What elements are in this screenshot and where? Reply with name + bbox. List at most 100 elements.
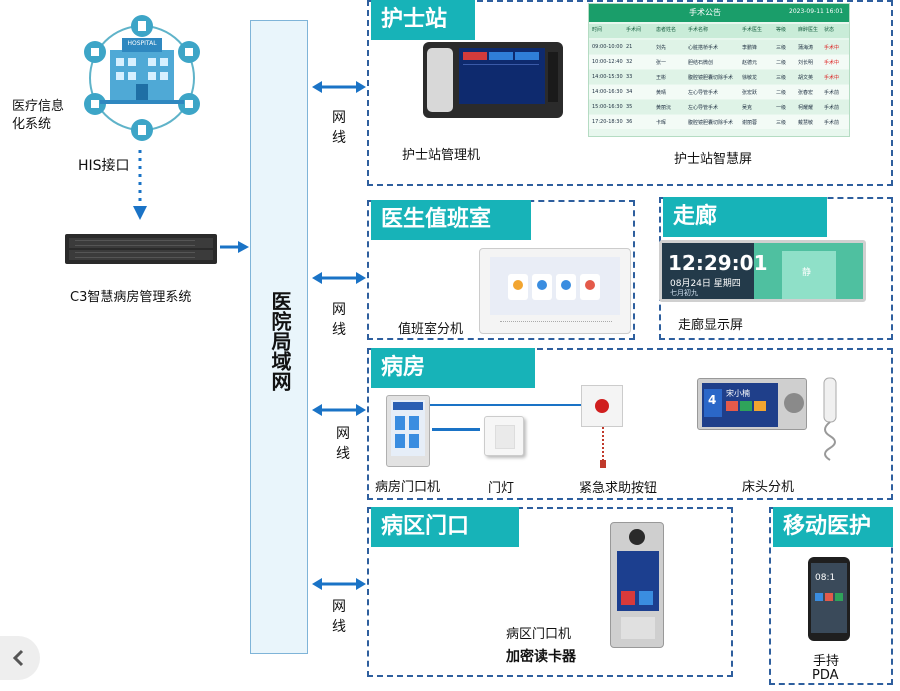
corridor-lunar: 七月初九 (670, 289, 698, 297)
pda-label-line1: 手持 (813, 654, 840, 669)
board-cell: 手术前 (824, 90, 840, 96)
hospital-network-icon (84, 15, 200, 141)
duty-room-device-label: 值班室分机 (398, 322, 464, 337)
corridor-display: 静 12:29:01 08月24日 星期四 七月初九 (659, 240, 866, 302)
pda-time: 08:1 (815, 573, 836, 583)
board-header-row (589, 24, 849, 38)
board-cell: 吴克 (742, 105, 753, 111)
board-row (589, 115, 849, 129)
ward-gate-device-label: 病区门口机 (506, 627, 572, 642)
his-down-arrow-icon (133, 150, 147, 220)
bedside-terminal: 4 宋小楠 (697, 378, 807, 430)
board-cell: 35 (626, 104, 633, 110)
board-cell: 三级 (776, 45, 787, 51)
emergency-button-label: 紧急求助按钮 (579, 481, 658, 496)
emergency-button-device (581, 385, 623, 427)
his-interface-label: HIS接口 (78, 158, 130, 174)
board-row (589, 100, 849, 114)
board-cell: 34 (626, 89, 633, 95)
nurse-station-title: 护士站 (371, 0, 475, 40)
his-system: HOSPITAL (70, 8, 220, 148)
double-arrow-icon-1 (312, 81, 366, 93)
back-button[interactable] (0, 636, 40, 680)
board-header-cell: 麻醉医生 (798, 27, 819, 33)
board-cell: 15:00-16:30 (592, 104, 623, 110)
board-cell: 21 (626, 44, 633, 50)
connect-line (432, 428, 480, 431)
board-title: 手术公告 (689, 8, 721, 17)
board-cell: 戴慧敏 (798, 120, 814, 126)
nurse-smart-screen: 手术公告 2023-09-11 16:01 时间手术间患者姓名手术名称手术医生等… (588, 3, 850, 137)
corridor-device-label: 走廊显示屏 (678, 318, 744, 333)
board-cell: 手术前 (824, 120, 840, 126)
board-cell: 36 (626, 119, 633, 125)
bed-number: 4 (708, 393, 717, 407)
nurse-screen-label: 护士站智慧屏 (674, 152, 753, 167)
board-cell: 手术中 (824, 75, 840, 81)
network-cable-label-2a: 网 (332, 302, 346, 318)
ward-box (367, 348, 893, 500)
double-arrow-icon-4 (312, 578, 366, 590)
board-cell: 赵德元 (742, 60, 758, 66)
board-cell: 手术中 (824, 60, 840, 66)
board-cell: 黄丽沅 (656, 105, 672, 111)
board-cell: 左心导管手术 (688, 105, 719, 111)
board-cell: 卡晖 (656, 120, 667, 126)
board-cell: 心脏搭桥手术 (688, 45, 719, 51)
card-reader-label: 加密读卡器 (506, 649, 576, 665)
board-header-cell: 等级 (776, 27, 787, 33)
board-cell: 三级 (776, 75, 787, 81)
network-cable-label-1b: 线 (332, 130, 346, 146)
board-header-cell: 状态 (824, 27, 835, 33)
board-cell: 王彬 (656, 75, 667, 81)
pull-cord-icon (600, 427, 606, 468)
board-cell: 刘长明 (798, 60, 814, 66)
server-to-lan-arrow-icon (220, 241, 249, 253)
ward-gate-device (610, 522, 664, 648)
board-cell: 胆结石微创 (688, 60, 714, 66)
board-cell: 二级 (776, 60, 787, 66)
pda-device: 08:1 (808, 557, 850, 641)
board-cell: 徐敏龙 (742, 75, 758, 81)
corridor-date: 08月24日 星期四 (670, 279, 741, 289)
duty-room-device (479, 248, 631, 334)
board-cell: 腹腔镜胆囊切除手术 (688, 75, 734, 81)
board-cell: 二级 (776, 90, 787, 96)
board-cell: 32 (626, 59, 633, 65)
board-header-cell: 手术医生 (742, 27, 763, 33)
hospital-sign: HOSPITAL (127, 40, 157, 47)
board-cell: 17:20-18:30 (592, 119, 623, 125)
corridor-sign: 静 (802, 268, 812, 278)
double-arrow-icon-3 (312, 404, 366, 416)
board-cell: 柯耀耀 (798, 105, 814, 111)
ward-door-label: 病房门口机 (375, 480, 441, 495)
board-cell: 左心导管手术 (688, 90, 719, 96)
ward-gate-title: 病区门口 (371, 507, 519, 547)
nurse-host-device (423, 42, 563, 118)
board-cell: 14:00-16:30 (592, 89, 623, 95)
board-cell: 14:00-15:30 (592, 74, 623, 80)
lan-label: 医院局域网 (268, 291, 292, 391)
patient-name: 宋小楠 (726, 389, 750, 398)
board-header-cell: 手术间 (626, 27, 642, 33)
board-cell: 李鹏锋 (742, 45, 758, 51)
board-row (589, 85, 849, 99)
board-header-cell: 时间 (592, 27, 603, 33)
board-cell: 蒲海涛 (798, 45, 814, 51)
board-cell: 一级 (776, 105, 787, 111)
network-cable-label-3b: 线 (336, 446, 350, 462)
board-cell: 10:00-12:40 (592, 59, 623, 65)
hospital-lan-bar: 医院局域网 (250, 20, 308, 654)
network-cable-label-1a: 网 (332, 110, 346, 126)
board-cell: 张宏跃 (742, 90, 758, 96)
ward-gate-box (367, 507, 733, 677)
board-cell: 张一 (656, 60, 667, 66)
board-cell: 手术前 (824, 105, 840, 111)
board-cell: 谢丽蓉 (742, 120, 758, 126)
nurse-host-label: 护士站管理机 (402, 148, 481, 163)
network-cable-label-4a: 网 (332, 599, 346, 615)
connect-line-top (430, 404, 588, 406)
his-label-line2: 化系统 (12, 117, 52, 132)
double-arrow-icon-2 (312, 272, 366, 284)
board-header-cell: 手术名称 (688, 27, 709, 33)
